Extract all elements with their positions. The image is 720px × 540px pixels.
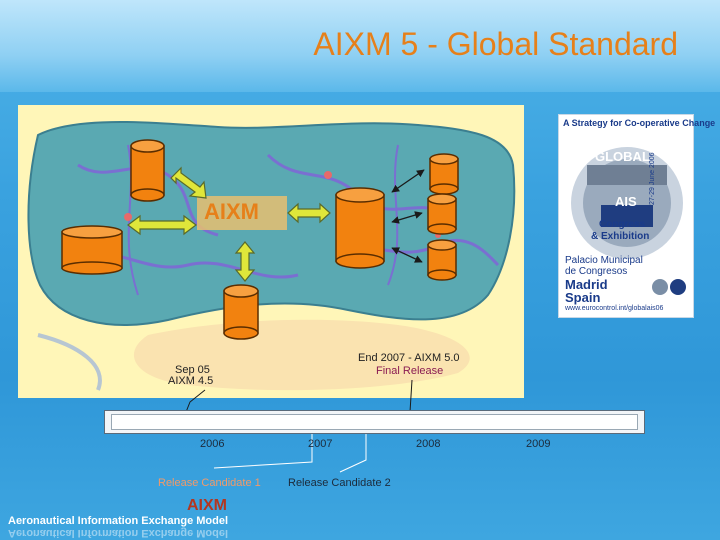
landmass [27,121,516,326]
year-label-2009: 2009 [526,438,551,450]
timeline-track [111,414,638,430]
logo-exhibition: & Exhibition [591,231,650,242]
logo-global: GLOBAL [595,149,650,164]
footer-subtitle: Aeronautical Information Exchange Model [8,515,229,527]
logo-congress: Congress [599,219,646,230]
logo-ais: AIS [615,194,637,209]
year-label-2008: 2008 [416,438,441,450]
year-label-2007: 2007 [308,438,333,450]
aixm-hub-label: AIXM [204,199,259,224]
logo-url: www.eurocontrol.int/globalais06 [565,305,664,312]
milestone-end2007: End 2007 - AIXM 5.0 [358,352,460,364]
venue-country: Spain [565,290,601,305]
milestone-sep05-date: Sep 05 [175,364,210,376]
venue-city: Madrid [565,277,608,292]
year-label-2006: 2006 [200,438,225,450]
header-band [0,0,720,92]
milestone-final-release: Final Release [376,365,444,377]
logo-date: 27-29 June 2006 [649,152,656,205]
eurocontrol-emblem-icon [652,279,686,295]
milestone-sep05-name: AIXM 4.5 [168,375,214,387]
release-candidate-1-label: Release Candidate 1 [158,477,261,489]
aixm-footer-logo: AIXM [187,497,227,514]
release-timeline [104,410,645,434]
footer-subtitle-reflection: Aeronautical Information Exchange Model [8,527,229,539]
release-candidate-2-label: Release Candidate 2 [288,477,391,489]
venue-line-2: de Congresos [565,266,628,277]
slide-title: AIXM 5 - Global Standard [313,26,678,62]
global-ais-congress-logo: A Strategy for Co-operative Change GLOBA… [558,114,715,318]
lower-continent [133,319,470,391]
globe-graphic [565,133,689,265]
logo-tagline: A Strategy for Co-operative Change [563,118,716,128]
venue-line-1: Palacio Municipal [565,255,643,266]
